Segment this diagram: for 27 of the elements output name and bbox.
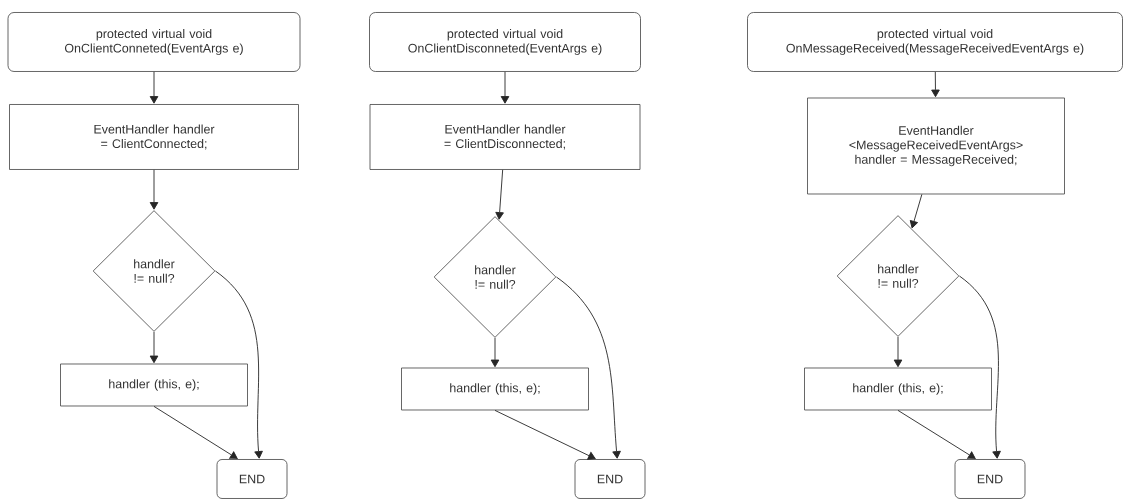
start-box: protected virtual void OnMessageReceived(MessageReceivedEventArgs e) (747, 12, 1123, 72)
process-box: handler (this, e); (401, 367, 589, 411)
process-box: handler (this, e); (60, 363, 248, 407)
arrow (909, 193, 923, 229)
curved-arrow (958, 275, 1001, 459)
arrow (494, 409, 596, 460)
arrow (893, 336, 903, 368)
arrow (149, 71, 159, 104)
arrow (490, 337, 500, 368)
curved-arrow (555, 276, 621, 459)
start-box: protected virtual void OnClientConneted(EventArgs e) (7, 12, 301, 72)
end-box: END (574, 459, 646, 499)
end-box: END (216, 459, 288, 499)
arrow (149, 169, 159, 210)
process-box: handler (this, e); (804, 367, 992, 411)
curved-arrow (214, 270, 263, 459)
end-box: END (954, 459, 1026, 499)
process-box: EventHandler handler = ClientDisconnected; (369, 104, 641, 170)
arrow (897, 409, 976, 460)
arrow (153, 405, 238, 460)
arrow (495, 169, 504, 220)
process-box: EventHandler handler = ClientConnected; (9, 104, 299, 170)
start-box: protected virtual void OnClientDisconneted(EventArgs e) (369, 12, 641, 72)
arrow (500, 71, 510, 104)
arrow (931, 71, 940, 98)
process-box: EventHandler <MessageReceivedEventArgs> handler = MessageReceived; (807, 97, 1065, 195)
arrow (149, 331, 159, 364)
